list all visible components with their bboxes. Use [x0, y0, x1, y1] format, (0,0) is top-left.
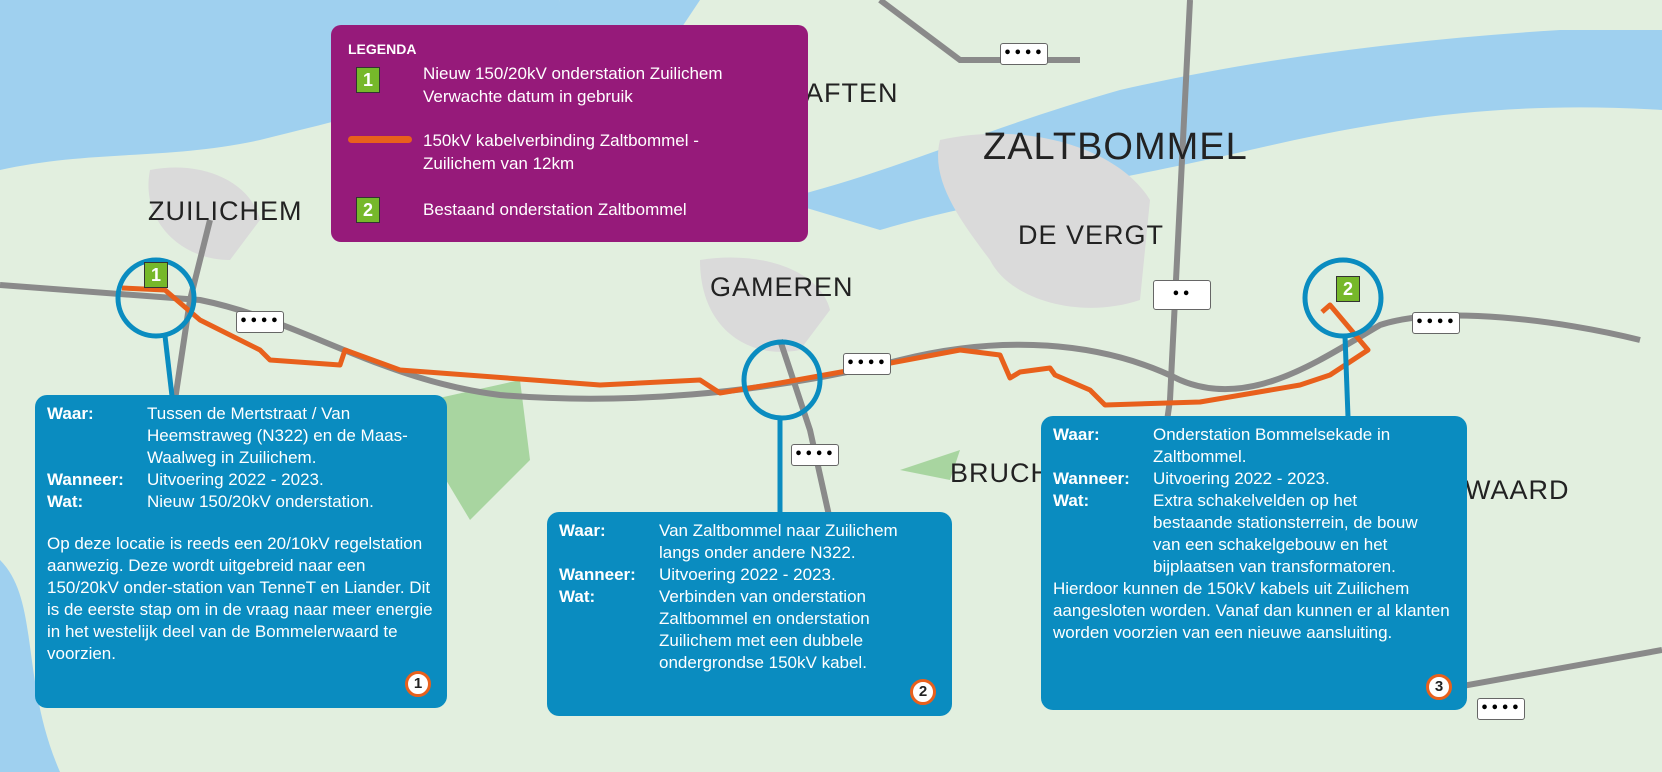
road-sign: •••• — [236, 311, 284, 333]
value-wat: Nieuw 150/20kV onderstation. — [147, 492, 374, 511]
label-wanneer: Wanneer: — [1053, 469, 1130, 488]
callout-description: Hierdoor kunnen de 150kV kabels uit Zuil… — [1053, 579, 1450, 642]
legend-text: Nieuw 150/20kV onderstation Zuilichem — [423, 64, 723, 83]
road-sign: •• — [1153, 280, 1211, 310]
value-wat: Verbinden van onderstation Zaltbommel en… — [659, 587, 870, 672]
callout-number: 3 — [1426, 674, 1452, 700]
callout-zuilichem: Waar: Tussen de Mertstraat / Van Heemstra… — [35, 395, 447, 708]
label-wat: Wat: — [559, 587, 596, 606]
label-wat: Wat: — [47, 492, 84, 511]
city-label-gameren: GAMEREN — [710, 272, 854, 302]
road-sign: •••• — [1477, 698, 1525, 720]
callout-number: 1 — [405, 671, 431, 697]
city-label-de-vergt: DE VERGT — [1018, 220, 1165, 250]
label-waar: Waar: — [559, 521, 606, 540]
value-wanneer: Uitvoering 2022 - 2023. — [659, 565, 836, 584]
road-sign: •••• — [1000, 43, 1048, 65]
label-waar: Waar: — [47, 404, 94, 423]
legend-badge-2: 2 — [356, 197, 380, 223]
label-wanneer: Wanneer: — [47, 470, 124, 489]
city-label-zaltbommel: ZALTBOMMEL — [983, 126, 1248, 168]
road-sign: •••• — [1412, 312, 1460, 334]
callout-zaltbommel: Waar: Onderstation Bommelsekade in Zaltbo… — [1041, 416, 1467, 710]
legend: LEGENDA 1 Nieuw 150/20kV onderstation Zu… — [331, 25, 808, 242]
value-wanneer: Uitvoering 2022 - 2023. — [1153, 469, 1330, 488]
label-waar: Waar: — [1053, 425, 1100, 444]
city-label-bruch: BRUCH — [950, 458, 1052, 488]
cable-route — [121, 285, 1371, 408]
legend-text: 150kV kabelverbinding Zaltbommel - — [423, 131, 699, 150]
legend-text: Verwachte datum in gebruik — [423, 87, 633, 106]
marker-substation-1: 1 — [144, 262, 168, 288]
city-label-zuilichem: ZUILICHEM — [148, 196, 303, 226]
city-label-waard: WAARD — [1465, 475, 1570, 505]
legend-item-cable: 150kV kabelverbinding Zaltbommel - Zuili… — [423, 129, 699, 175]
road-sign: •••• — [791, 444, 839, 466]
value-wanneer: Uitvoering 2022 - 2023. — [147, 470, 324, 489]
value-waar: Tussen de Mertstraat / Van Heemstraweg (… — [147, 404, 408, 467]
label-wanneer: Wanneer: — [559, 565, 636, 584]
urban-areas — [148, 133, 1150, 352]
green-areas — [430, 380, 960, 520]
value-waar: Van Zaltbommel naar Zuilichem langs onde… — [659, 521, 898, 562]
legend-cable-line — [348, 136, 412, 143]
value-wat: Extra schakelvelden op het bestaande sta… — [1153, 491, 1418, 576]
legend-title: LEGENDA — [348, 41, 417, 57]
callout-number: 2 — [910, 679, 936, 705]
legend-text: Zuilichem van 12km — [423, 154, 575, 173]
value-waar: Onderstation Bommelsekade in Zaltbommel. — [1153, 425, 1391, 466]
legend-badge-1: 1 — [356, 67, 380, 93]
location-circles — [115, 257, 1384, 513]
legend-item-existing-substation: Bestaand onderstation Zaltbommel — [423, 200, 687, 219]
label-wat: Wat: — [1053, 491, 1090, 510]
callout-cable: Waar: Van Zaltbommel naar Zuilichem langs… — [547, 512, 952, 716]
road-sign: •••• — [843, 353, 891, 375]
city-label-aften: AFTEN — [805, 78, 899, 108]
callout-description: Op deze locatie is reeds een 20/10kV reg… — [47, 534, 433, 663]
marker-substation-2: 2 — [1336, 276, 1360, 302]
legend-item-new-substation: Nieuw 150/20kV onderstation Zuilichem Ve… — [423, 62, 723, 108]
